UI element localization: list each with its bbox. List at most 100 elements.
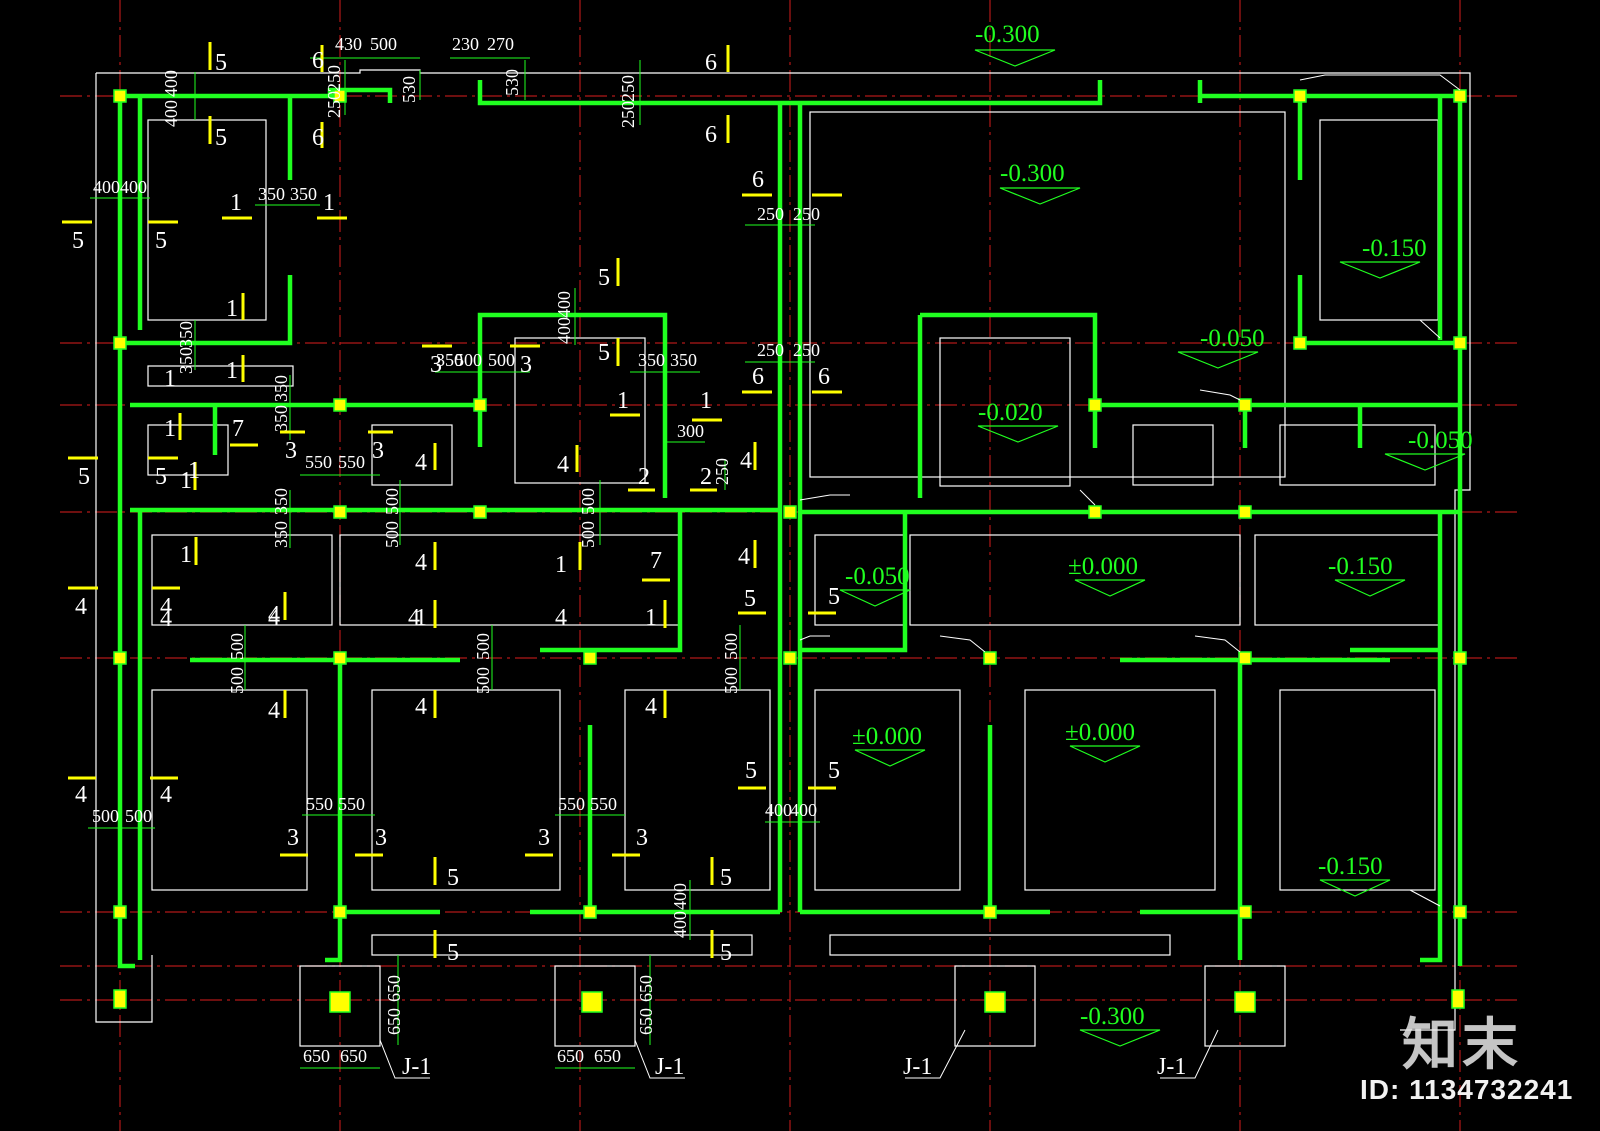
- column-markers: [113, 89, 1467, 1013]
- elevation-label: -0.150: [1362, 235, 1427, 262]
- elevation-label: -0.150: [1318, 853, 1383, 880]
- section-label: 5: [78, 464, 90, 490]
- dimension-label: 550: [306, 794, 333, 814]
- section-label: 1: [188, 458, 200, 484]
- section-label: 1: [164, 416, 176, 442]
- dimension-label: 500: [721, 633, 741, 660]
- elevation-label: ±0.000: [852, 723, 922, 750]
- dimension-label: 400: [670, 911, 690, 938]
- dimension-label: 250: [324, 65, 344, 92]
- dimension-label: 400: [670, 883, 690, 910]
- section-label: 5: [744, 586, 756, 612]
- section-label: 4: [268, 602, 280, 628]
- section-label: 3: [285, 438, 297, 464]
- section-label: 4: [738, 544, 750, 570]
- dimension-label: 650: [636, 975, 656, 1002]
- section-label: 7: [232, 416, 244, 442]
- section-label: 1: [555, 552, 567, 578]
- section-label: 4: [268, 605, 280, 631]
- section-label: 4: [75, 782, 87, 808]
- dimension-label: 500: [370, 34, 397, 54]
- dimension-label: 250: [793, 204, 820, 224]
- section-label: 4: [75, 594, 87, 620]
- elevation-label: -0.050: [1200, 325, 1265, 352]
- dimension-label: 400: [120, 177, 147, 197]
- section-label: 3: [430, 352, 442, 378]
- section-label: 5: [828, 584, 840, 610]
- section-label: 6: [705, 50, 717, 76]
- dimension-label: 400: [790, 800, 817, 820]
- dimension-label: 300: [677, 421, 704, 441]
- elevation-label: ±0.000: [1068, 553, 1138, 580]
- elevation-label: -0.150: [1328, 553, 1393, 580]
- section-label: 3: [372, 438, 384, 464]
- footing-outlines: [95, 69, 1471, 1047]
- section-label: 5: [215, 125, 227, 151]
- elevation-label: -0.050: [845, 563, 910, 590]
- dimension-label: 650: [303, 1046, 330, 1066]
- dimension-label: 350: [271, 375, 291, 402]
- section-label: 3: [375, 825, 387, 851]
- section-label: 4: [160, 606, 172, 632]
- section-label: 4: [160, 782, 172, 808]
- section-label: 5: [72, 228, 84, 254]
- dimension-label: 550: [590, 794, 617, 814]
- dimension-label: 650: [340, 1046, 367, 1066]
- dimension-label: 500: [578, 488, 598, 515]
- dimension-label: 650: [636, 1008, 656, 1035]
- section-label: 1: [164, 366, 176, 392]
- section-label: 4: [408, 605, 420, 631]
- section-label: 1: [226, 358, 238, 384]
- section-label: 4: [160, 594, 172, 620]
- section-label: 1: [180, 468, 192, 494]
- dimension-label: 350: [176, 347, 196, 374]
- section-label: 5: [720, 865, 732, 891]
- elevation-label: -0.300: [975, 21, 1040, 48]
- dimension-lines: [88, 57, 820, 1069]
- section-label: 1: [323, 190, 335, 216]
- section-label: 4: [555, 605, 567, 631]
- dimension-label: 250: [757, 204, 784, 224]
- dimension-label: 400: [93, 177, 120, 197]
- section-label: 4: [415, 550, 427, 576]
- dimension-label: 350: [670, 350, 697, 370]
- section-label: 1: [645, 605, 657, 631]
- dimension-label: 250: [757, 340, 784, 360]
- section-ticks: [62, 42, 842, 958]
- section-label: 3: [520, 352, 532, 378]
- section-label: 3: [538, 825, 550, 851]
- dimension-label: 500: [473, 633, 493, 660]
- section-label: 5: [720, 940, 732, 966]
- dimension-labels: 430 500 230 270 400 400 250 250 530 530 …: [92, 34, 820, 1066]
- dimension-label: 500: [578, 521, 598, 548]
- section-label: 5: [215, 50, 227, 76]
- section-label: 1: [230, 190, 242, 216]
- dimension-label: 650: [384, 975, 404, 1002]
- footing-label: J-1: [655, 1054, 684, 1080]
- section-label: 3: [636, 825, 648, 851]
- dimension-label: 500: [473, 667, 493, 694]
- section-labels: 5 5 6 6 6 6 6 1 1 5 5 1 1 5 5 3 3 1 1 1 …: [72, 48, 840, 966]
- dimension-label: 650: [384, 1008, 404, 1035]
- footing-label: J-1: [1157, 1054, 1186, 1080]
- dimension-label: 400: [161, 100, 181, 127]
- section-label: 1: [700, 388, 712, 414]
- dimension-label: 350: [271, 521, 291, 548]
- dimension-label: 550: [338, 452, 365, 472]
- section-label: 5: [155, 464, 167, 490]
- dimension-label: 250: [793, 340, 820, 360]
- elevation-triangles: [839, 49, 1466, 1047]
- image-id-label: ID: 1134732241: [1360, 1074, 1574, 1105]
- section-label: 6: [752, 364, 764, 390]
- elevation-leaders: [799, 74, 1461, 907]
- section-label: 2: [638, 464, 650, 490]
- section-label: 6: [312, 125, 324, 151]
- section-label: 5: [828, 758, 840, 784]
- elevation-label: -0.300: [1080, 1003, 1145, 1030]
- elevation-label: -0.020: [978, 399, 1043, 426]
- section-label: 4: [268, 698, 280, 724]
- watermark-logo: 知末: [1402, 1013, 1522, 1076]
- dimension-label: 650: [594, 1046, 621, 1066]
- dimension-label: 250: [618, 75, 638, 102]
